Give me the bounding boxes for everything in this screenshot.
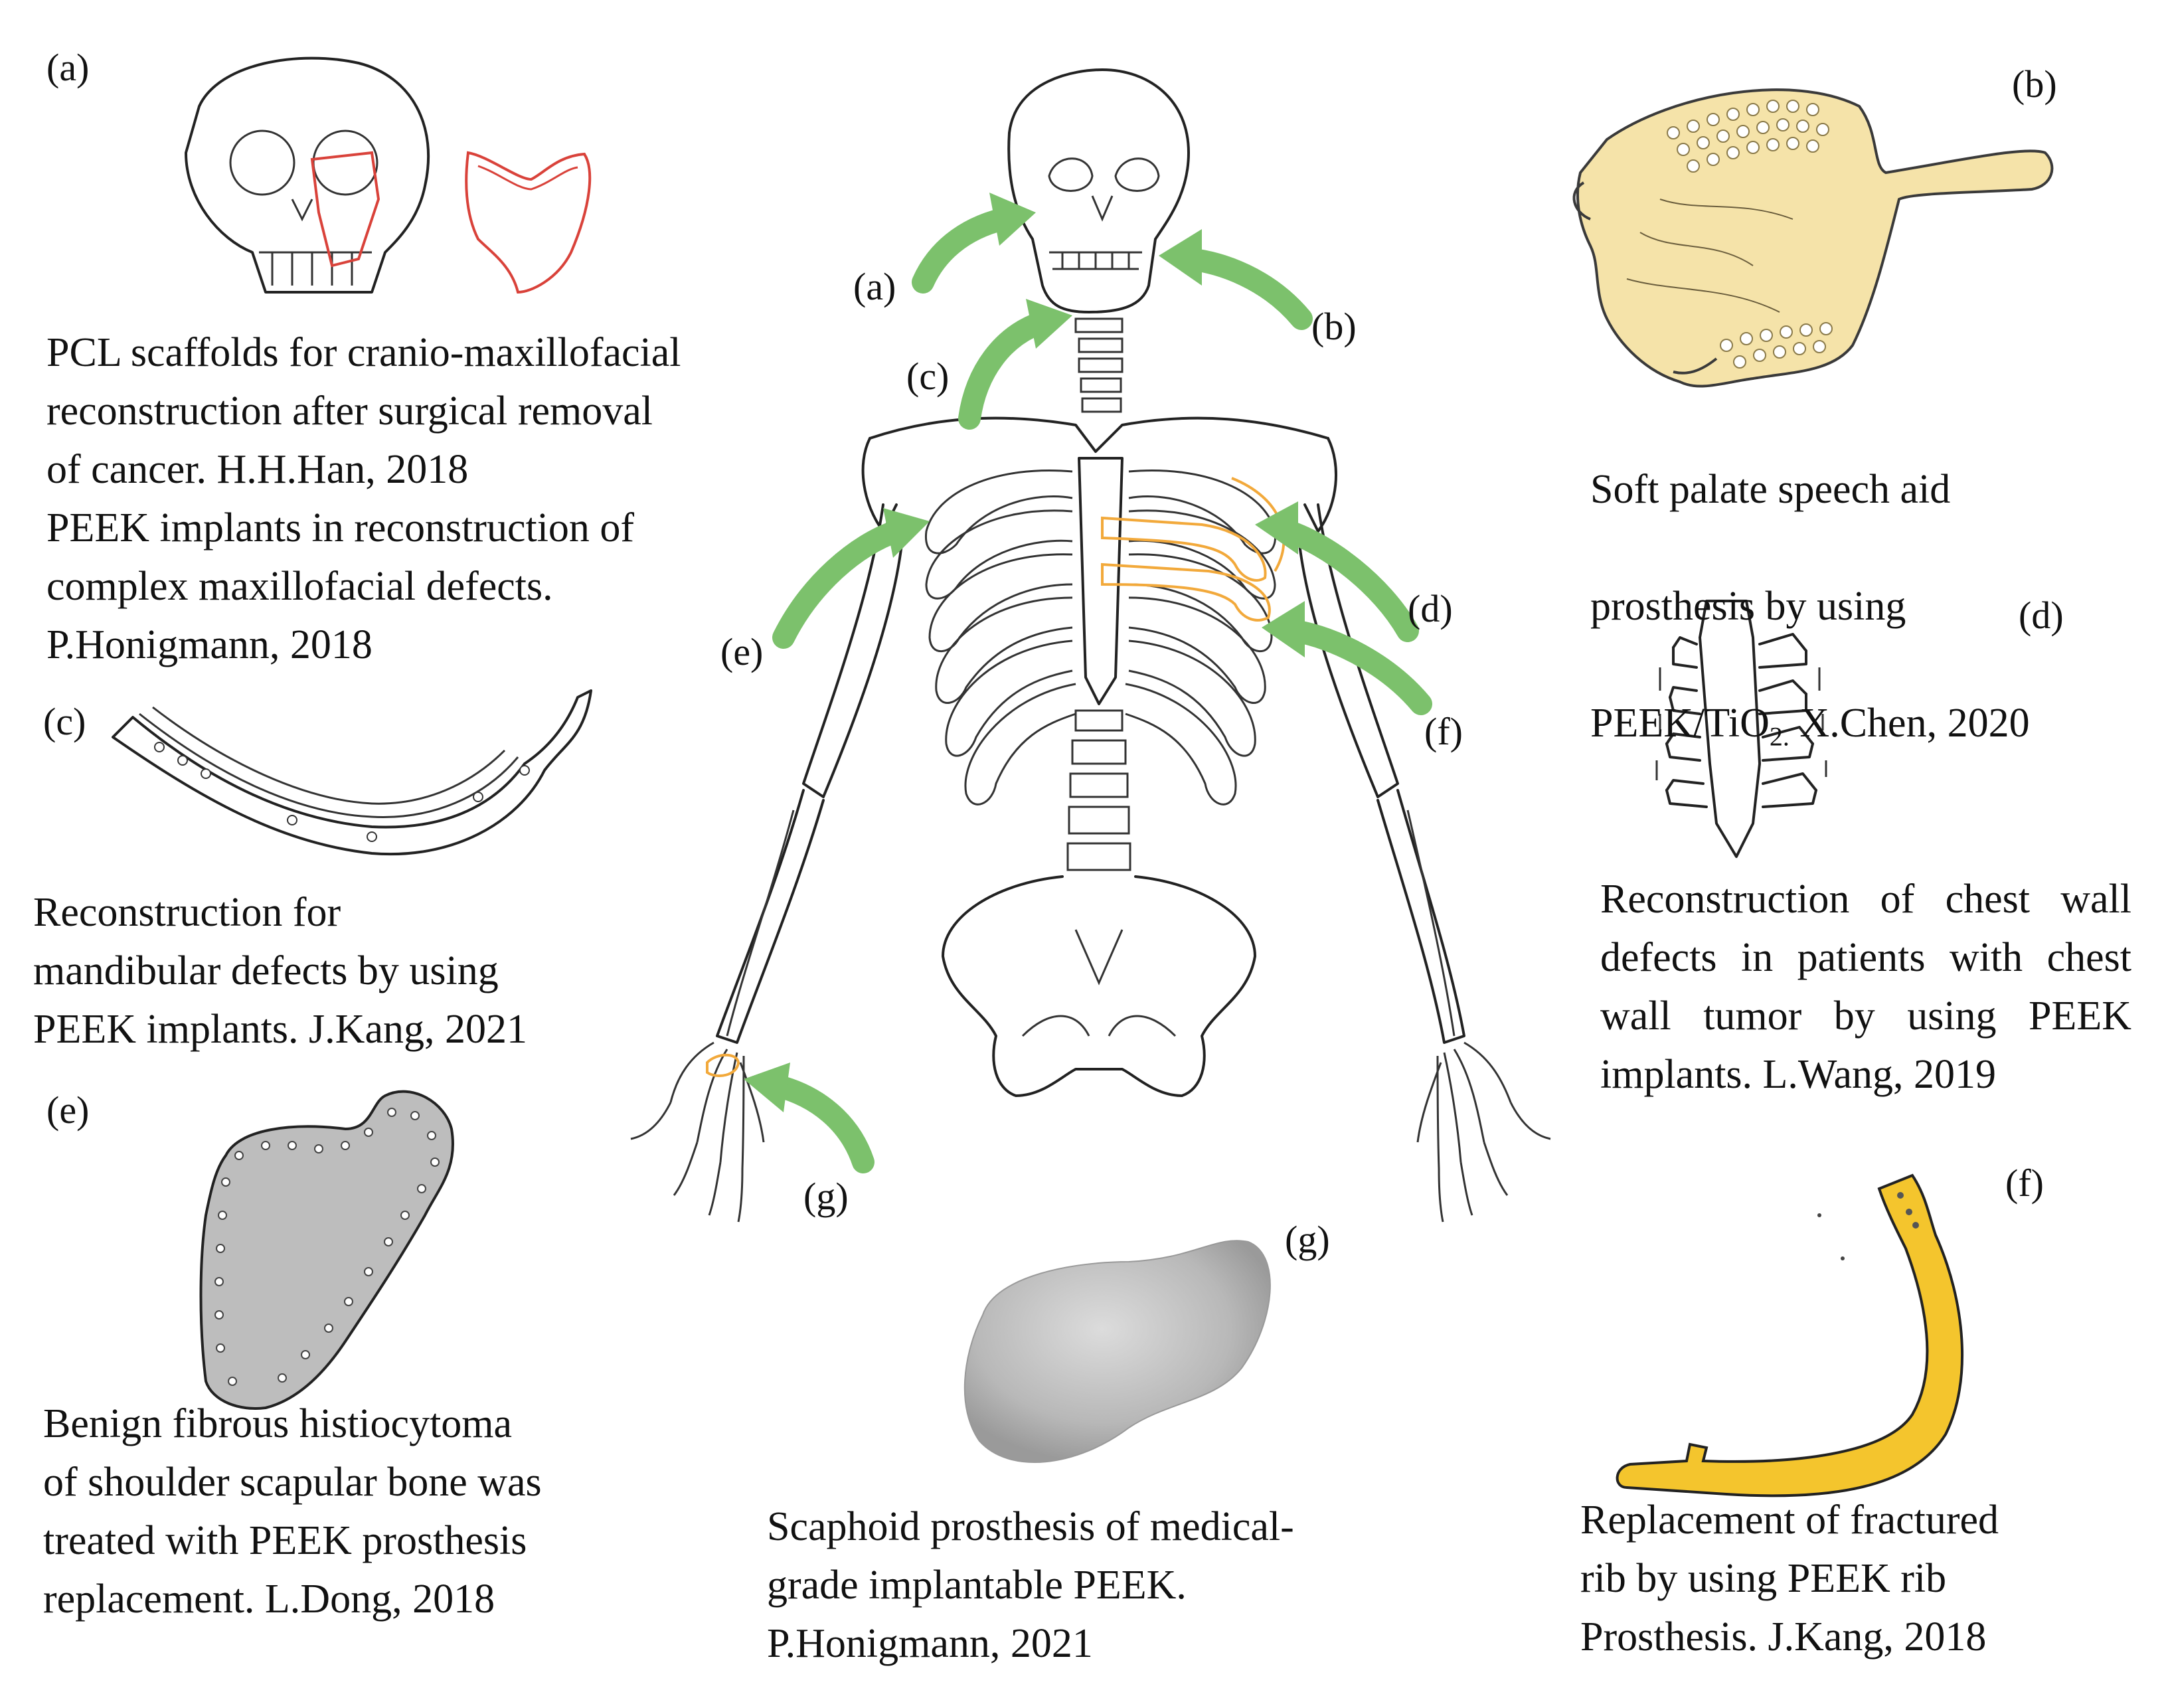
soft-palate-prosthesis-b [1572, 88, 2054, 388]
mandibular-implant-c [112, 689, 592, 856]
caption-e: Benign fibrous histiocytoma of shoulder … [43, 1401, 542, 1622]
skull-illustration-a [185, 56, 430, 294]
label-b-panel: (b) [2012, 62, 2057, 106]
caption-b: Soft palate speech aid prosthesis by usi… [1590, 402, 2161, 824]
skeleton-illustration [630, 68, 1551, 1223]
caption-a: PCL scaffolds for cranio-maxillofacial r… [46, 330, 681, 667]
label-d-panel: (d) [2019, 594, 2064, 637]
caption-g: Scaphoid prosthesis of medical- grade im… [767, 1504, 1294, 1666]
caption-d: Reconstruction of chest wall defects in … [1600, 877, 2131, 1097]
label-a-arrow: (a) [853, 265, 896, 308]
label-a-panel: (a) [46, 46, 90, 89]
label-g-arrow: (g) [803, 1175, 849, 1218]
label-d-arrow: (d) [1408, 587, 1453, 630]
caption-b-formula: PEEK/TiO [1590, 701, 1770, 746]
scaphoid-prosthesis-g [963, 1240, 1271, 1463]
caption-b-line1: Soft palate speech aid [1590, 467, 1951, 512]
chest-wall-implant-d [1655, 600, 1827, 858]
caption-b-line2: prosthesis by using [1590, 584, 1906, 629]
caption-c: Reconstruction for mandibular defects by… [33, 890, 527, 1052]
caption-f: Replacement of fractured rib by using PE… [1580, 1497, 1999, 1660]
scaphoid-marker [706, 1053, 740, 1077]
label-f-panel: (f) [2005, 1161, 2044, 1205]
caption-b-author: X.Chen, 2020 [1789, 701, 2030, 746]
label-g-panel: (g) [1285, 1218, 1330, 1261]
label-b-arrow: (b) [1311, 305, 1357, 348]
label-e-panel: (e) [46, 1088, 90, 1132]
caption-b-subscript: 2. [1769, 721, 1790, 752]
scapula-prosthesis-e [199, 1090, 454, 1410]
label-e-arrow: (e) [720, 630, 764, 673]
label-f-arrow: (f) [1424, 710, 1463, 753]
rib-prosthesis-f [1616, 1173, 1964, 1497]
label-c-arrow: (c) [906, 355, 950, 398]
maxillofacial-implant-outline [465, 151, 592, 294]
label-c-panel: (c) [43, 700, 86, 743]
pointer-arrows [744, 193, 1432, 1173]
caption-b-line3: PEEK/TiO2. X.Chen, 2020 [1590, 694, 2161, 766]
